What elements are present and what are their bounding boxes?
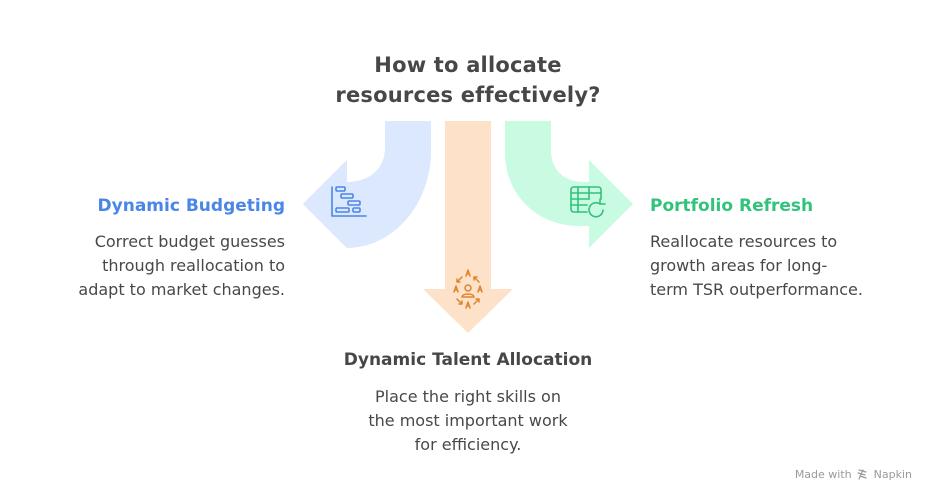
description-dynamic-talent-allocation: Place the right skills on the most impor… [318, 385, 618, 457]
napkin-logo-icon [857, 469, 867, 480]
title-line-2: resources effectively? [335, 83, 601, 107]
description-line: growth areas for long- [650, 256, 828, 275]
table-refresh-icon [570, 186, 606, 218]
napkin-watermark[interactable]: Made with Napkin [795, 468, 912, 481]
description-line: adapt to market changes. [78, 280, 285, 299]
description-line: term TSR outperformance. [650, 280, 863, 299]
description-dynamic-budgeting: Correct budget guesses through reallocat… [78, 230, 285, 302]
description-line: Correct budget guesses [94, 232, 285, 251]
description-portfolio-refresh: Reallocate resources to growth areas for… [650, 230, 863, 302]
diagram-title: How to allocate resources effectively? [268, 50, 668, 110]
heading-dynamic-budgeting: Dynamic Budgeting [97, 196, 285, 216]
team-rotation-icon [453, 269, 483, 309]
arrow-dynamic-budgeting-body [347, 121, 431, 226]
description-line: Reallocate resources to [650, 232, 838, 251]
napkin-brand-label: Napkin [873, 468, 912, 481]
description-line: the most important work [368, 411, 568, 430]
arrow-dynamic-budgeting-head [303, 160, 347, 248]
description-line: Place the right skills on [375, 387, 561, 406]
arrow-portfolio-refresh-body [505, 121, 589, 226]
gantt-chart-icon [331, 186, 367, 217]
heading-portfolio-refresh: Portfolio Refresh [650, 196, 814, 216]
description-line: through reallocation to [102, 256, 285, 275]
heading-dynamic-talent-allocation: Dynamic Talent Allocation [343, 350, 593, 370]
arrow-portfolio-refresh-head [589, 160, 633, 248]
title-line-1: How to allocate [374, 53, 562, 77]
made-with-label: Made with [794, 468, 852, 481]
description-line: for efficiency. [414, 435, 522, 454]
arrow-dynamic-talent-allocation [423, 121, 513, 333]
